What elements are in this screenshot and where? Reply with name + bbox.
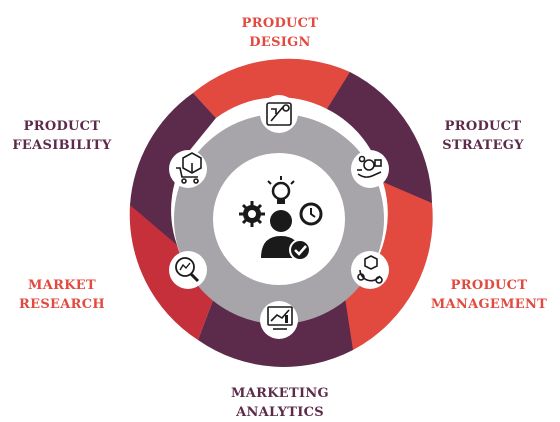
feasibility-cart-icon <box>176 152 202 184</box>
product-manager-icon <box>239 176 323 261</box>
label-marketing-analytics-line1: MARKETING <box>231 386 329 401</box>
label-product-management-line1: PRODUCT <box>450 278 528 293</box>
ring-segment-design <box>193 58 366 118</box>
label-product-design-line1: PRODUCT <box>241 16 319 31</box>
label-product-strategy-line1: PRODUCT <box>444 119 522 134</box>
node-feasibility <box>169 150 207 188</box>
node-analytics <box>260 301 298 339</box>
node-design <box>260 95 298 133</box>
label-product-feasibility: PRODUCT FEASIBILITY <box>2 117 122 155</box>
label-product-design-line2: DESIGN <box>249 35 311 50</box>
label-product-management: PRODUCT MANAGEMENT <box>422 276 556 314</box>
label-product-design: PRODUCT DESIGN <box>225 14 335 52</box>
management-cycle-icon <box>357 255 383 284</box>
design-tools-icon <box>266 102 292 126</box>
label-product-management-line2: MANAGEMENT <box>430 297 548 312</box>
label-marketing-analytics-line2: ANALYTICS <box>236 405 324 420</box>
node-management <box>351 251 389 289</box>
label-market-research-line1: MARKET <box>28 278 96 293</box>
research-magnifier-icon <box>175 257 200 283</box>
label-market-research: MARKET RESEARCH <box>2 276 122 314</box>
label-product-strategy: PRODUCT STRATEGY <box>428 117 538 155</box>
ring-segment-strategy <box>327 72 432 215</box>
node-research <box>169 251 207 289</box>
label-product-feasibility-line2: FEASIBILITY <box>12 138 112 153</box>
strategy-hand-icon <box>357 155 382 178</box>
label-marketing-analytics: MARKETING ANALYTICS <box>210 384 350 422</box>
label-market-research-line2: RESEARCH <box>19 297 105 312</box>
analytics-chart-icon <box>267 306 293 330</box>
label-product-feasibility-line1: PRODUCT <box>23 119 101 134</box>
node-strategy <box>351 150 389 188</box>
label-product-strategy-line2: STRATEGY <box>442 138 524 153</box>
